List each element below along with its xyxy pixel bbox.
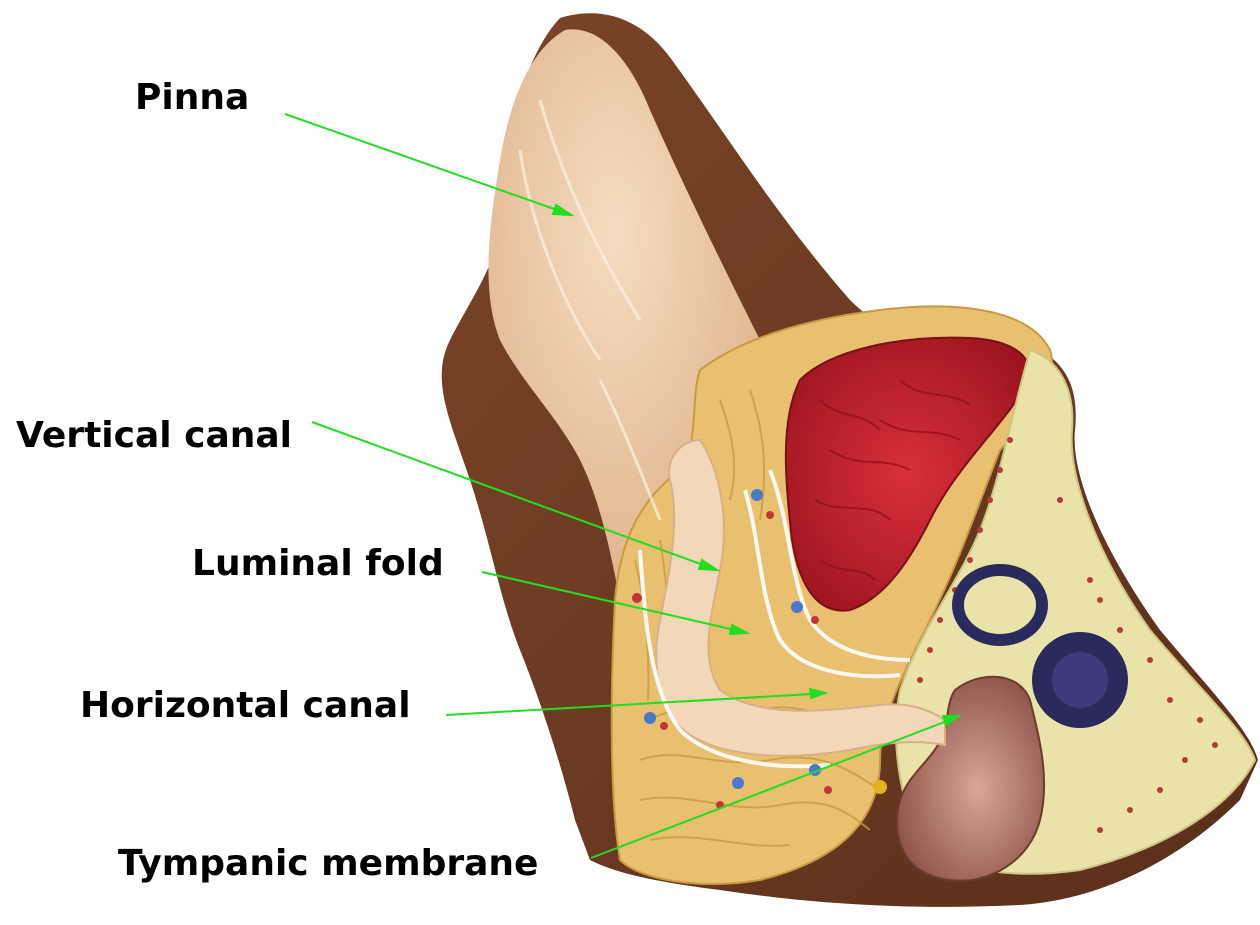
label-tympanic-membrane: Tympanic membrane bbox=[118, 846, 538, 882]
label-horizontal-canal: Horizontal canal bbox=[80, 688, 411, 724]
label-luminal-fold: Luminal fold bbox=[192, 546, 444, 582]
label-vertical-canal: Vertical canal bbox=[16, 418, 292, 454]
label-pinna: Pinna bbox=[135, 80, 249, 116]
